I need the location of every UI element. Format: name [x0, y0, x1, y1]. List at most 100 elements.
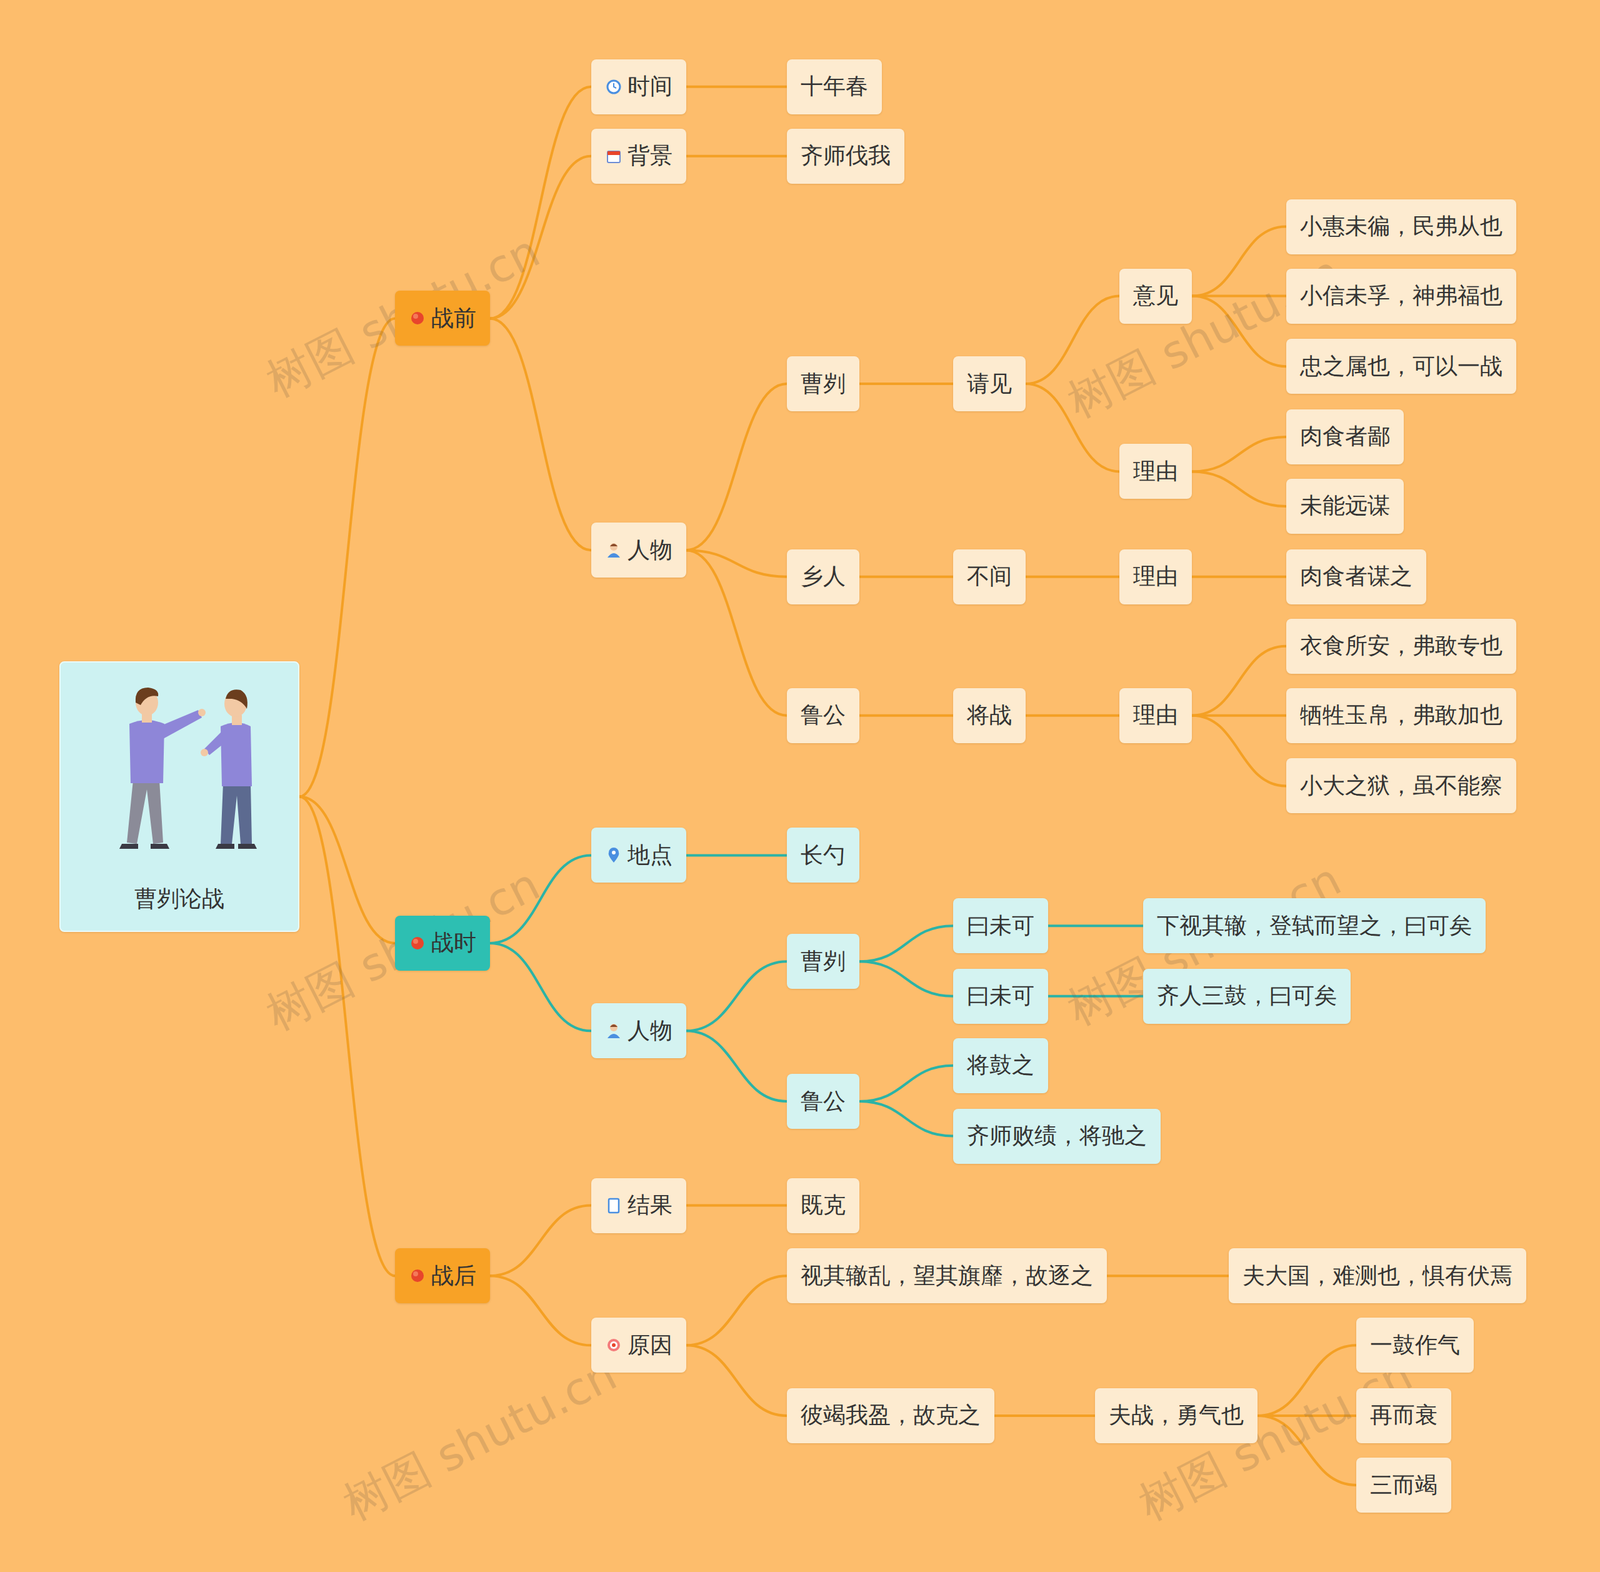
node-text: 小惠未徧，民弗从也 — [1300, 211, 1503, 242]
node-icon — [605, 541, 623, 559]
branch-connector — [1191, 436, 1286, 472]
node-text: 战后 — [431, 1260, 477, 1292]
topic-box: 背景 — [591, 128, 687, 184]
node-text: 理由 — [1133, 456, 1179, 487]
node-text: 下视其辙，登轼而望之，曰可矣 — [1156, 910, 1472, 942]
topic-box: 下视其辙，登轼而望之，曰可矣 — [1143, 898, 1486, 954]
topic-box: 理由 — [1119, 549, 1192, 605]
node-text: 战前 — [431, 303, 477, 334]
main-branch: 战前 — [395, 290, 490, 346]
node-text: 既克 — [800, 1190, 846, 1221]
branch-connector — [686, 961, 788, 1031]
branch-connector — [686, 85, 788, 89]
node-text: 曹刿 — [800, 946, 846, 977]
branch-connector — [1106, 1274, 1229, 1277]
branch-connector — [686, 1204, 788, 1207]
branch-connector — [686, 1030, 788, 1102]
branch-connector — [299, 796, 395, 1277]
branch-connector — [1025, 575, 1120, 579]
topic-box: 既克 — [786, 1178, 860, 1234]
root-topic: 曹刿论战 — [59, 661, 300, 932]
node-text: 小大之狱，虽不能察 — [1300, 770, 1503, 802]
branch-connector — [686, 1345, 788, 1416]
topic-box: 理由 — [1119, 688, 1192, 744]
node-text: 请见 — [966, 368, 1012, 400]
branch-connector — [1191, 471, 1286, 507]
node-text: 人物 — [627, 535, 673, 566]
branch-connector — [859, 382, 954, 385]
node-icon — [605, 846, 623, 864]
node-text: 将战 — [966, 700, 1012, 731]
node-text: 曰未可 — [966, 910, 1035, 942]
node-text: 再而衰 — [1370, 1400, 1438, 1431]
node-icon — [605, 78, 623, 96]
topic-box: 不间 — [953, 549, 1026, 605]
branch-connector — [1191, 575, 1286, 579]
topic-box: 小大之狱，虽不能察 — [1286, 758, 1517, 814]
node-text: 曹刿论战 — [134, 883, 225, 915]
branch-connector — [490, 943, 592, 1031]
node-icon — [605, 1021, 623, 1040]
topic-box: 将鼓之 — [953, 1038, 1049, 1094]
topic-box: 三而竭 — [1356, 1457, 1452, 1513]
topic-box: 原因 — [591, 1317, 687, 1373]
branch-connector — [686, 853, 788, 857]
node-text: 夫大国，难测也，惧有伏焉 — [1242, 1260, 1513, 1292]
branch-connector — [686, 550, 788, 716]
node-text: 鲁公 — [800, 700, 846, 731]
branch-connector — [1048, 924, 1144, 927]
branch-connector — [686, 155, 788, 158]
topic-box: 齐人三鼓，曰可矣 — [1143, 968, 1351, 1024]
node-text: 理由 — [1133, 700, 1179, 731]
node-text: 十年春 — [800, 71, 869, 102]
topic-box: 齐师伐我 — [786, 128, 905, 184]
node-icon — [605, 1196, 623, 1215]
topic-box: 忠之属也，可以一战 — [1286, 338, 1517, 394]
node-text: 将鼓之 — [966, 1050, 1035, 1081]
watermark: 树图 shutu.cn — [333, 1344, 627, 1534]
topic-box: 请见 — [953, 356, 1026, 412]
node-text: 牺牲玉帛，弗敢加也 — [1300, 700, 1503, 731]
topic-box: 鲁公 — [786, 1073, 860, 1129]
main-branch: 战时 — [395, 915, 490, 971]
node-text: 曰未可 — [966, 980, 1035, 1012]
topic-box: 再而衰 — [1356, 1388, 1452, 1444]
topic-box: 未能远谋 — [1286, 478, 1404, 534]
node-icon — [605, 1336, 623, 1354]
branch-connector — [686, 1275, 788, 1345]
topic-box: 齐师败绩，将驰之 — [953, 1108, 1161, 1164]
branch-connector — [686, 383, 788, 550]
branch-connector — [859, 961, 954, 997]
node-text: 理由 — [1133, 561, 1179, 592]
node-text: 视其辙乱，望其旗靡，故逐之 — [800, 1260, 1094, 1292]
topic-box: 鲁公 — [786, 688, 860, 744]
topic-box: 十年春 — [786, 59, 882, 115]
node-text: 肉食者谋之 — [1300, 561, 1413, 592]
node-text: 小信未孚，神弗福也 — [1300, 280, 1503, 312]
node-icon — [408, 934, 427, 952]
branch-connector — [299, 796, 395, 944]
node-icon — [408, 309, 427, 327]
node-icon — [605, 147, 623, 165]
topic-box: 结果 — [591, 1178, 687, 1234]
node-text: 人物 — [627, 1015, 673, 1047]
node-text: 战时 — [431, 927, 477, 959]
topic-box: 夫战，勇气也 — [1095, 1388, 1258, 1444]
node-text: 背景 — [627, 140, 673, 172]
node-text: 不间 — [966, 561, 1012, 592]
main-branch: 战后 — [395, 1248, 490, 1304]
node-text: 鲁公 — [800, 1086, 846, 1117]
branch-connector — [1191, 715, 1286, 787]
branch-connector — [490, 1275, 592, 1345]
branch-connector — [859, 575, 954, 579]
node-text: 齐师伐我 — [800, 140, 891, 172]
topic-box: 曹刿 — [786, 933, 860, 989]
node-text: 意见 — [1133, 280, 1179, 312]
node-text: 衣食所安，弗敢专也 — [1300, 630, 1503, 662]
topic-box: 将战 — [953, 688, 1026, 744]
branch-connector — [1191, 646, 1286, 716]
branch-connector — [859, 1065, 954, 1102]
topic-box: 夫大国，难测也，惧有伏焉 — [1228, 1248, 1527, 1304]
node-text: 长勺 — [800, 840, 846, 871]
